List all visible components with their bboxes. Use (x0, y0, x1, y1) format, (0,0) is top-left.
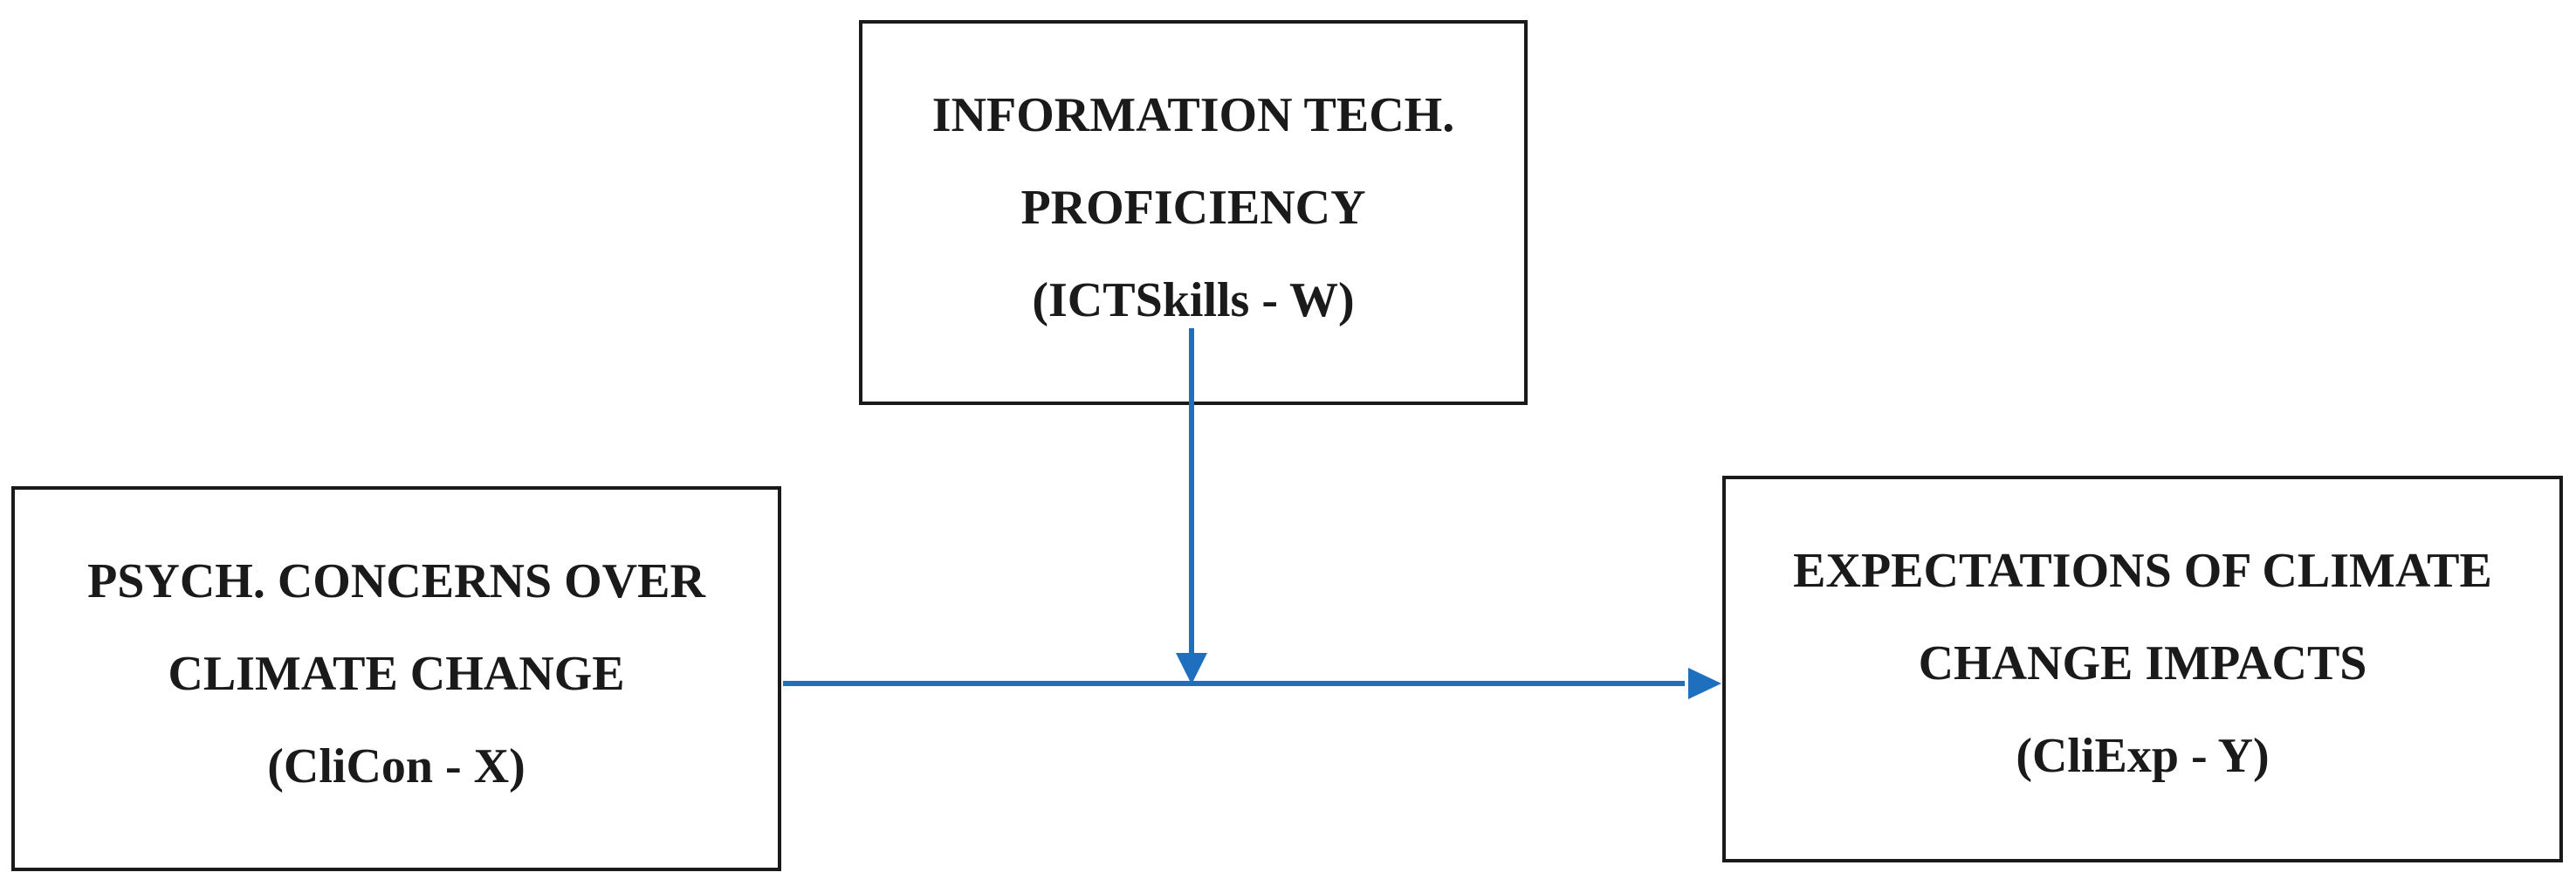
outcome-box: EXPECTATIONS OF CLIMATE CHANGE IMPACTS (… (1722, 476, 2563, 862)
predictor-to-outcome-arrowhead (1688, 668, 1721, 699)
moderator-label-line-2: PROFICIENCY (1020, 181, 1366, 235)
predictor-label-line-2: CLIMATE CHANGE (168, 647, 625, 701)
predictor-label-line-1: PSYCH. CONCERNS OVER (87, 554, 705, 608)
moderator-label-line-3: (ICTSkills - W) (1032, 273, 1355, 327)
predictor-label-line-3: (CliCon - X) (267, 739, 526, 793)
moderator-arrowhead (1176, 653, 1207, 684)
moderator-label-line-1: INFORMATION TECH. (931, 88, 1455, 142)
outcome-label-line-3: (CliExp - Y) (2016, 729, 2270, 783)
outcome-label-line-1: EXPECTATIONS OF CLIMATE (1793, 544, 2492, 598)
predictor-box: PSYCH. CONCERNS OVER CLIMATE CHANGE (Cli… (11, 486, 781, 871)
outcome-label-line-2: CHANGE IMPACTS (1918, 636, 2367, 690)
